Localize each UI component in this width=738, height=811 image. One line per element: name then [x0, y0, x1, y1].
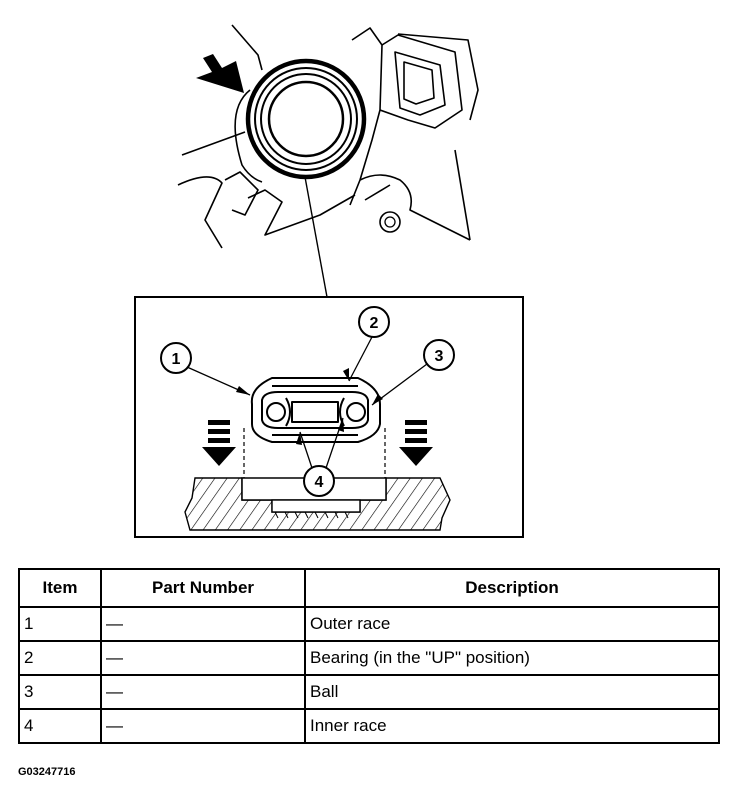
bearing-installation-diagram: 1 2 3 4: [134, 24, 524, 538]
table-row: 4 — Inner race: [18, 708, 720, 744]
callout-4: 4: [303, 465, 335, 497]
housing-bolt-inner: [384, 216, 396, 228]
header-part-number: Part Number: [100, 568, 306, 608]
push-down-arrow-right: [399, 420, 433, 466]
housing-bolt: [379, 211, 401, 233]
callout-arrowheads: [236, 368, 383, 445]
cell-part-number: —: [100, 640, 306, 676]
cell-description: Bearing (in the "UP" position): [304, 640, 720, 676]
callout-2: 2: [358, 306, 390, 338]
guide-lines: [243, 428, 386, 478]
cell-part-number: —: [100, 708, 306, 744]
table-header-row: Item Part Number Description: [18, 568, 720, 608]
figure-id: G03247716: [18, 766, 76, 778]
callout-2-label: 2: [370, 315, 379, 332]
cell-description: Outer race: [304, 606, 720, 642]
callout-4-label: 4: [315, 474, 324, 491]
callout-1-label: 1: [172, 351, 181, 368]
cell-part-number: —: [100, 674, 306, 710]
cell-item: 4: [18, 708, 102, 744]
cell-item: 2: [18, 640, 102, 676]
cell-item: 1: [18, 606, 102, 642]
cell-description: Inner race: [304, 708, 720, 744]
table-row: 2 — Bearing (in the "UP" position): [18, 640, 720, 676]
table-row: 3 — Ball: [18, 674, 720, 710]
callout-1: 1: [160, 342, 192, 374]
cell-item: 3: [18, 674, 102, 710]
header-description: Description: [304, 568, 720, 608]
header-item: Item: [18, 568, 102, 608]
housing-outline: [177, 24, 479, 249]
pointer-arrow: [196, 54, 244, 93]
cell-description: Ball: [304, 674, 720, 710]
parts-table: Item Part Number Description 1 — Outer r…: [18, 568, 720, 744]
cell-part-number: —: [100, 606, 306, 642]
bearing-cross-section: [250, 377, 381, 443]
leader-line: [304, 176, 328, 298]
push-down-arrow-left: [202, 420, 236, 466]
table-row: 1 — Outer race: [18, 606, 720, 642]
callout-3-label: 3: [435, 348, 444, 365]
installed-bearing: [245, 58, 367, 180]
callout-3: 3: [423, 339, 455, 371]
